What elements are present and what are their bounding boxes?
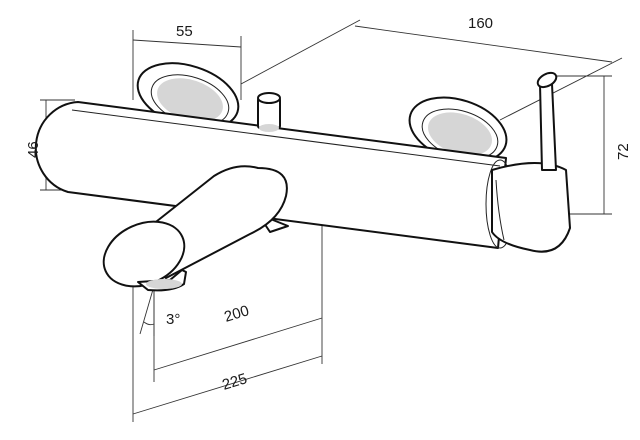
dim-160-line — [354, 25, 613, 63]
dim-225-line — [132, 355, 323, 415]
lever-handle — [491, 71, 571, 253]
label-handle-height: 72 — [615, 143, 632, 160]
label-overall-reach: 225 — [220, 370, 249, 394]
angle-arc — [143, 321, 155, 326]
label-body-height: 46 — [25, 141, 42, 158]
label-spout-reach: 200 — [222, 302, 251, 326]
diverter-knob — [257, 92, 281, 132]
dimension-labels: 55 160 46 72 200 225 3° — [25, 15, 632, 394]
dim-160-ext-left — [240, 19, 361, 85]
dim-200-line — [153, 317, 323, 371]
label-flange-spacing: 55 — [176, 23, 193, 40]
dim-160-ext-right — [499, 57, 623, 121]
right-wall-flange — [408, 96, 508, 164]
spout — [102, 165, 289, 292]
left-wall-flange — [136, 62, 240, 130]
label-body-width: 160 — [468, 15, 493, 32]
angle-ref-tilted — [139, 285, 155, 335]
label-spout-angle: 3° — [166, 311, 180, 328]
dim-55-line — [132, 39, 242, 48]
